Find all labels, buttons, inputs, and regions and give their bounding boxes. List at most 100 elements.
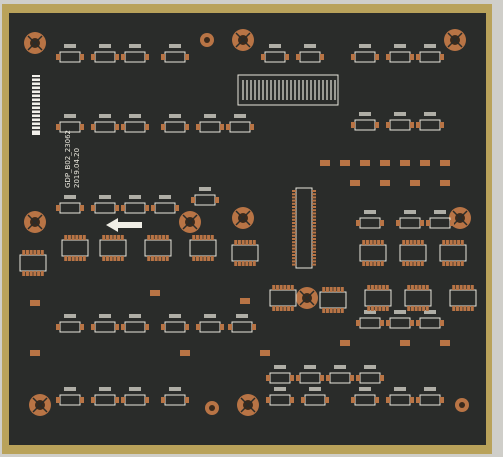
component-pad [250, 124, 254, 130]
component-pad [410, 397, 414, 403]
ic-pin [463, 306, 467, 311]
component-pad [450, 220, 454, 226]
ic-pin [199, 256, 203, 261]
ic-pin [380, 261, 384, 266]
ic-pin [67, 235, 71, 240]
connector-pin [312, 202, 316, 205]
component-pad [226, 124, 230, 130]
ic-pin [82, 235, 86, 240]
header-pin-silk [310, 80, 312, 100]
ic-pin [290, 306, 294, 311]
silk-label [274, 365, 286, 369]
header-pin-silk [270, 80, 272, 100]
silk-label [364, 365, 376, 369]
smd-pad [180, 350, 190, 356]
smd-pad [400, 160, 410, 166]
ic-pin [113, 235, 117, 240]
connector-pin [312, 238, 316, 240]
header-pin-silk [250, 80, 252, 100]
ic-pin [210, 235, 214, 240]
header-outline [237, 74, 339, 106]
ic-pin [283, 306, 287, 311]
ic-pin [154, 235, 158, 240]
ic-outline [269, 289, 297, 307]
connector-pin [292, 244, 296, 247]
ic-pin [340, 287, 344, 292]
ic-pin [117, 256, 121, 261]
ic-pin [25, 271, 29, 276]
component-pad [80, 324, 84, 330]
ic-pin [374, 285, 378, 290]
header-pin-silk [326, 80, 328, 100]
ic-outline [399, 244, 427, 262]
component-pad [80, 54, 84, 60]
silk-label [424, 310, 436, 314]
ic-pin [113, 256, 117, 261]
ic-pin [370, 306, 374, 311]
component-pad [380, 375, 384, 381]
ic-pin [158, 235, 162, 240]
connector-pin [292, 231, 296, 234]
smd-pad [440, 180, 450, 186]
component-pad [161, 397, 165, 403]
connector-pin [312, 260, 316, 263]
ic-pin [453, 240, 457, 245]
connector-pin [292, 260, 296, 263]
component-pad [261, 54, 265, 60]
silk-label [394, 44, 406, 48]
ic-pin [409, 240, 413, 245]
ic-pin [234, 240, 238, 245]
ic-pin [82, 256, 86, 261]
barcode-bar [32, 81, 40, 83]
ic-pin [75, 235, 79, 240]
barcode-bar [32, 129, 40, 131]
connector-pin [312, 190, 316, 192]
ic-pin [22, 250, 26, 255]
component-pad [145, 324, 149, 330]
header-pin-silk [330, 80, 332, 100]
component-pad [115, 205, 119, 211]
ic-pin [71, 235, 75, 240]
ic-pin [414, 306, 418, 311]
component-pad [386, 320, 390, 326]
silk-label [129, 314, 141, 318]
ic-outline [231, 244, 259, 262]
barcode-bar [32, 101, 40, 103]
ic-outline [61, 239, 89, 257]
component-pad [145, 205, 149, 211]
silk-label [404, 210, 416, 214]
component-pad [420, 220, 424, 226]
connector-pin [312, 234, 316, 237]
ic-pin [417, 261, 421, 266]
ic-pin [102, 235, 106, 240]
silk-label [64, 195, 76, 199]
connector-pin [312, 196, 316, 199]
component-pad [416, 54, 420, 60]
connector-pin [312, 241, 316, 244]
component-pad [91, 54, 95, 60]
smd-pad [380, 180, 390, 186]
component-pad [301, 397, 305, 403]
ic-pin [195, 235, 199, 240]
component-pad [121, 324, 125, 330]
ic-pin [249, 261, 253, 266]
connector-pin [292, 190, 296, 192]
component-pad [115, 54, 119, 60]
ic-pin [29, 271, 33, 276]
hole-cross [27, 35, 43, 51]
hole-cross [240, 397, 256, 413]
component-pad [91, 124, 95, 130]
connector-pin [312, 193, 316, 196]
component-pad [91, 324, 95, 330]
ic-pin [207, 256, 211, 261]
ic-pin [158, 256, 162, 261]
ic-pin [449, 240, 453, 245]
ic-pin [445, 261, 449, 266]
ic-pin [237, 240, 241, 245]
connector-pin [292, 250, 296, 253]
connector-pin [312, 199, 316, 202]
barcode-bar [32, 85, 40, 87]
ic-pin [373, 240, 377, 245]
component-pad [266, 375, 270, 381]
ic-pin [362, 240, 366, 245]
